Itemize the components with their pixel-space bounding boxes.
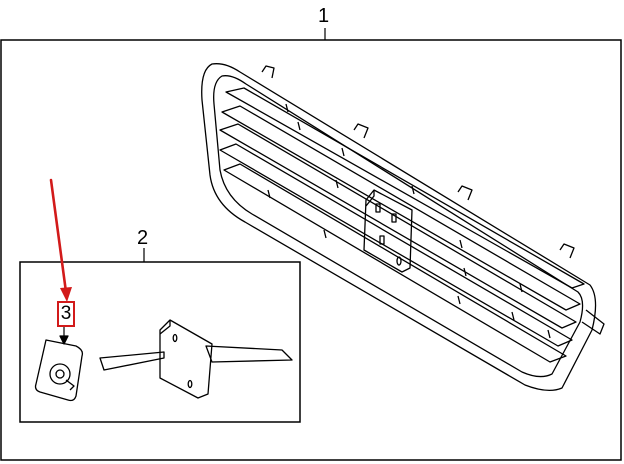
side-bracket <box>581 309 605 335</box>
mount-tab-1 <box>261 65 275 79</box>
outer-frame <box>0 39 622 461</box>
clip-center-hole <box>55 369 65 379</box>
bracket-plate-edge <box>159 320 171 335</box>
mount-tab-2 <box>353 123 369 139</box>
center-slot-3 <box>379 235 385 245</box>
bracket-hole-2 <box>187 379 193 389</box>
center-slot-2 <box>391 213 397 223</box>
bracket-strip-right <box>205 345 293 363</box>
center-hole <box>396 256 402 266</box>
grille-slat-5 <box>223 163 567 363</box>
inset-parts <box>34 319 293 402</box>
leader-arrowhead-3 <box>59 335 69 345</box>
center-mount-face <box>365 190 375 207</box>
inset-frame <box>19 261 301 423</box>
bracket-plate <box>159 319 213 399</box>
grille-inner-lip <box>213 75 584 378</box>
highlight-arrow <box>49 178 72 302</box>
grille-slat-1 <box>225 87 585 289</box>
bracket-hole-1 <box>172 333 178 343</box>
callout-2-label: 2 <box>137 227 149 249</box>
center-slot-1 <box>375 203 381 213</box>
grille-slat-3 <box>219 123 577 329</box>
clip-tab <box>65 379 75 391</box>
highlight-arrow-head <box>60 287 72 302</box>
callout-3-label: 3 <box>57 301 75 327</box>
bracket-strip-left <box>99 351 165 371</box>
clip-center-ring <box>49 363 71 385</box>
mount-tab-4 <box>559 243 575 259</box>
grille-part <box>201 63 605 392</box>
grille-slat-2 <box>221 105 581 311</box>
callout-1-label: 1 <box>318 5 330 27</box>
slat-ribs <box>267 103 551 339</box>
mount-tab-3 <box>457 185 473 201</box>
grille-outer-shell <box>201 63 597 392</box>
highlight-arrow-shaft <box>49 178 68 294</box>
grille-slat-4 <box>219 143 573 347</box>
clip-part <box>34 339 84 402</box>
